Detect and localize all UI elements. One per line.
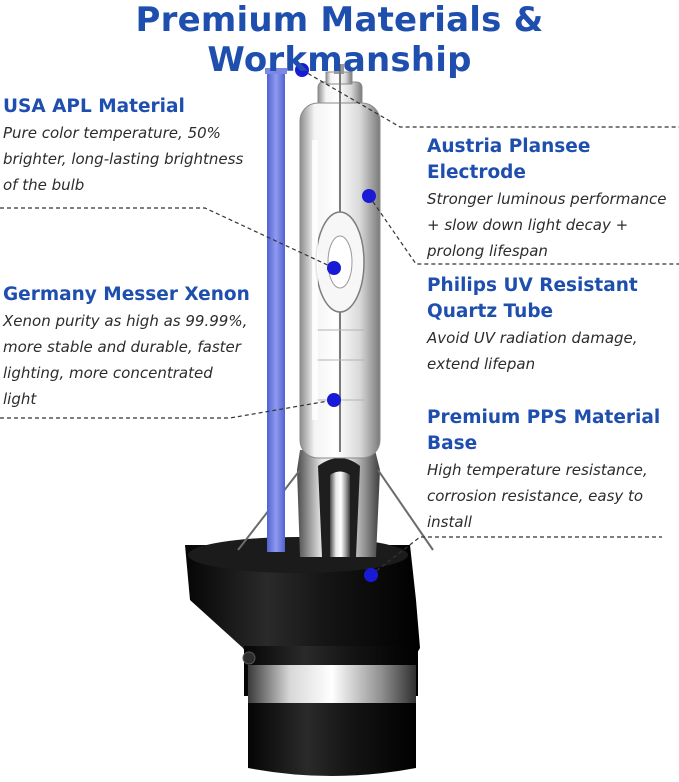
feature-base-line-2: corrosion resistance, easy to bbox=[427, 487, 644, 505]
base-body bbox=[185, 537, 420, 776]
feature-quartz-line-1: Avoid UV radiation damage, bbox=[427, 329, 638, 347]
feature-xenon-line-1: Xenon purity as high as 99.99%, bbox=[3, 312, 248, 330]
callout-dot-base bbox=[364, 568, 378, 582]
return-wire bbox=[267, 70, 285, 552]
callout-dot-apl bbox=[327, 393, 341, 407]
feature-apl-line-2: brighter, long-lasting brightness bbox=[3, 150, 244, 168]
feature-electrode: Austria Plansee Electrode Stronger lumin… bbox=[427, 134, 679, 264]
callout-dot-quartz bbox=[362, 189, 376, 203]
feature-xenon-heading: Germany Messer Xenon bbox=[3, 284, 250, 305]
feature-xenon-line-3: lighting, more concentrated bbox=[3, 364, 213, 382]
feature-apl-line-1: Pure color temperature, 50% bbox=[3, 124, 221, 142]
feature-base-heading-1: Premium PPS Material bbox=[427, 407, 661, 428]
feature-quartz-heading-1: Philips UV Resistant bbox=[427, 275, 638, 296]
feature-quartz-line-2: extend lifepan bbox=[427, 355, 536, 373]
callout-dot-electrode bbox=[295, 63, 309, 77]
feature-xenon-line-2: more stable and durable, faster bbox=[3, 338, 241, 356]
feature-apl: USA APL Material Pure color temperature,… bbox=[3, 94, 293, 198]
feature-electrode-line-1: Stronger luminous performance bbox=[427, 190, 667, 208]
feature-base: Premium PPS Material Base High temperatu… bbox=[427, 405, 679, 535]
feature-base-line-3: install bbox=[427, 513, 472, 531]
feature-xenon: Germany Messer Xenon Xenon purity as hig… bbox=[3, 282, 293, 412]
feature-quartz: Philips UV Resistant Quartz Tube Avoid U… bbox=[427, 273, 679, 377]
feature-apl-heading: USA APL Material bbox=[3, 96, 185, 117]
feature-electrode-heading: Austria Plansee Electrode bbox=[427, 136, 591, 183]
feature-xenon-line-4: light bbox=[3, 390, 37, 408]
feature-base-heading-2: Base bbox=[427, 433, 478, 454]
leader-lines bbox=[0, 69, 679, 576]
page-title: Premium Materials & Workmanship bbox=[135, 0, 544, 80]
feature-base-line-1: High temperature resistance, bbox=[427, 461, 648, 479]
feature-electrode-line-3: prolong lifespan bbox=[427, 242, 548, 260]
metal-collar bbox=[297, 450, 380, 557]
feature-electrode-line-2: + slow down light decay + bbox=[427, 216, 629, 234]
glass-capsule bbox=[299, 64, 381, 459]
feature-apl-line-3: of the bulb bbox=[3, 176, 85, 194]
feature-quartz-heading-2: Quartz Tube bbox=[427, 301, 554, 322]
callout-dots bbox=[295, 63, 378, 582]
callout-dot-xenon bbox=[327, 261, 341, 275]
